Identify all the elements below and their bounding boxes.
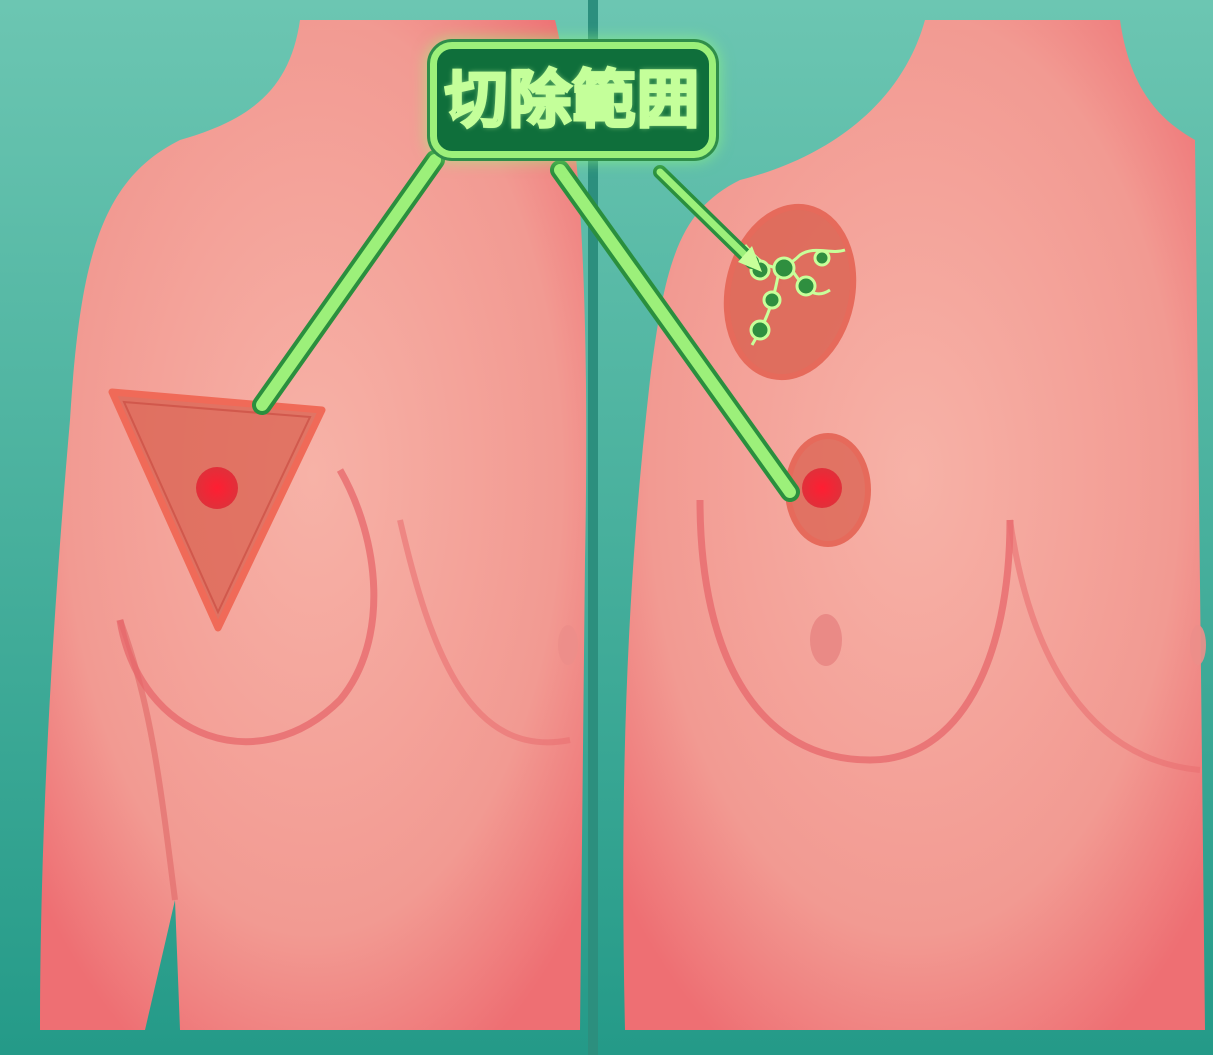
right-nipple-far [1190,625,1206,665]
panel-divider [588,0,598,1055]
excision-range-label-box: 切除範囲 [430,42,716,158]
left-nipple [558,625,578,665]
left-tumor [196,467,238,509]
right-tumor [802,468,842,508]
excision-range-label: 切除範囲 [445,69,701,131]
right-nipple [810,614,842,666]
